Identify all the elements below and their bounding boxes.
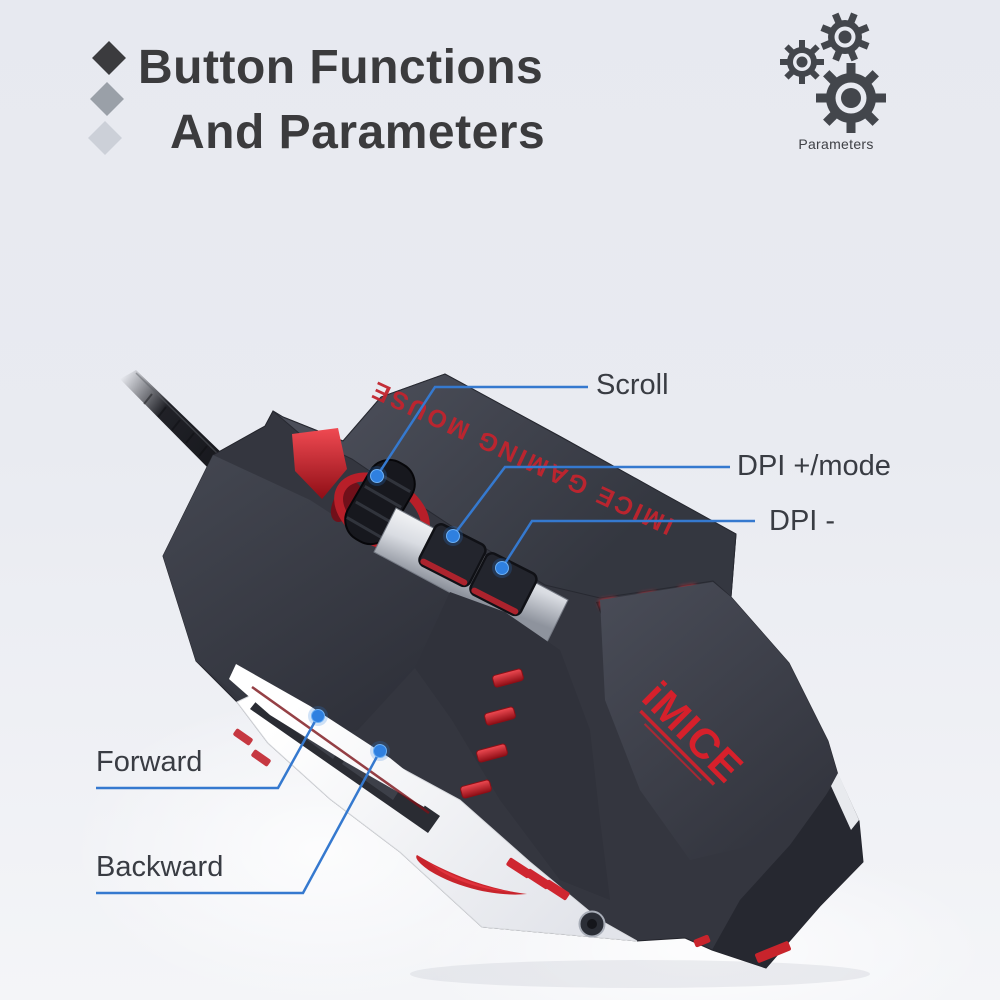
rear-led-bars — [693, 934, 791, 963]
rear-highlight-sliver — [831, 773, 859, 830]
parameters-badge: Parameters — [770, 8, 902, 160]
gear-small-icon — [780, 40, 824, 84]
wheel-housing-red — [292, 428, 347, 499]
leader-dpi-minus — [500, 519, 755, 569]
shell-red-accents — [416, 855, 570, 901]
dot-scroll — [367, 466, 387, 486]
scroll-wheel-assembly — [292, 428, 430, 552]
dot-dpi-minus — [492, 558, 512, 578]
callout-scroll-label: Scroll — [596, 369, 669, 401]
dpi-plus-button — [418, 523, 487, 588]
scroll-wheel — [344, 458, 416, 546]
callout-dpi-plus-label: DPI +/mode — [737, 450, 891, 482]
front-led-accents — [233, 728, 271, 767]
mouse-cable — [120, 370, 228, 471]
rear-right-facet — [712, 775, 863, 968]
callout-backward-label: Backward — [96, 851, 224, 883]
white-accent-band — [229, 664, 432, 815]
parameters-label: Parameters — [798, 136, 874, 152]
leader-forward — [96, 715, 320, 790]
gear-large-icon — [816, 63, 886, 133]
leader-backward — [96, 750, 382, 895]
gears-icon — [780, 12, 886, 133]
leader-dpi-plus — [452, 465, 730, 537]
leader-dots — [308, 466, 512, 761]
gear-top-icon — [820, 12, 870, 62]
palm-rest — [600, 582, 838, 860]
dpi-minus-button — [469, 552, 538, 617]
callout-dpi-minus-label: DPI - — [769, 505, 836, 537]
dot-forward — [308, 706, 328, 726]
shell-screw — [578, 910, 606, 938]
callout-forward-label: Forward — [96, 746, 203, 778]
dot-backward — [370, 741, 390, 761]
page-title-line1: Button Functions — [138, 41, 544, 94]
dot-dpi-plus — [443, 526, 463, 546]
center-spine — [415, 592, 610, 900]
spine-led-bars — [460, 668, 524, 799]
page-title-line2: And Parameters — [170, 106, 546, 159]
ground-shadow — [410, 960, 870, 988]
leader-lines — [96, 385, 755, 895]
leader-scroll — [375, 385, 588, 477]
